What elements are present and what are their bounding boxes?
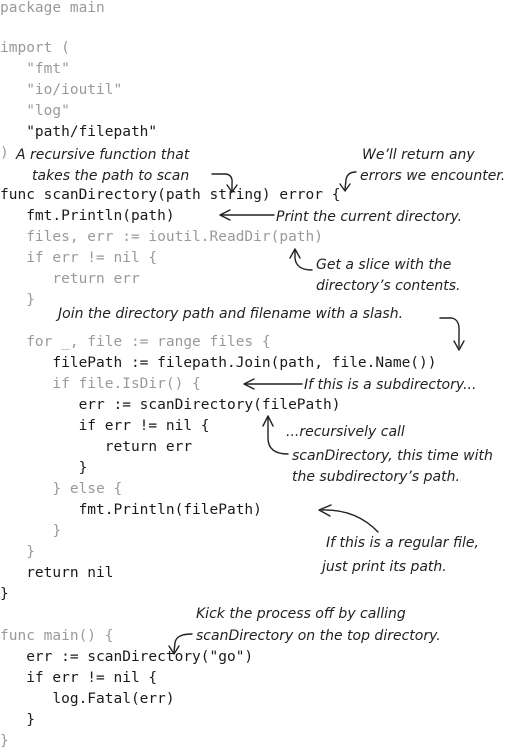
code-line-main-if-err: if err != nil { (0, 670, 158, 686)
code-line-import: import ( (0, 40, 70, 56)
code-line-return-err-inner: return err (0, 439, 193, 455)
annotation-kick-line2: scanDirectory on the top directory. (196, 628, 441, 644)
code-line-print-path: fmt.Println(path) (0, 208, 175, 224)
annotation-recurse-line3: the subdirectory’s path. (292, 469, 460, 485)
annotation-recurse-line1: ...recursively call (286, 424, 405, 440)
annotation-kick-line1: Kick the process off by calling (196, 606, 406, 622)
code-line-main-close-if: } (0, 712, 35, 728)
arrow-readdir (289, 248, 313, 271)
annotation-errors-line2: errors we encounter. (360, 168, 506, 184)
code-line-close-func: } (0, 586, 9, 602)
code-line-import-close: ) (0, 145, 9, 161)
annotation-recursive-line2: takes the path to scan (32, 168, 190, 184)
code-line-recursive-call: err := scanDirectory(filePath) (0, 397, 341, 413)
code-line-import-filepath: "path/filepath" (0, 124, 158, 140)
arrow-print-directory (219, 209, 275, 221)
annotation-subdirectory: If this is a subdirectory... (304, 377, 477, 393)
code-line-import-fmt: "fmt" (0, 61, 70, 77)
annotation-recurse-line2: scanDirectory, this time with (292, 448, 493, 464)
annotation-join-path: Join the directory path and filename wit… (58, 306, 404, 322)
code-line-close-if: } (0, 292, 35, 308)
annotation-regular-line2: just print its path. (322, 559, 447, 575)
code-line-import-log: "log" (0, 103, 70, 119)
code-line-main-close: } (0, 733, 9, 749)
code-line-readdir: files, err := ioutil.ReadDir(path) (0, 229, 324, 245)
code-line-func-scan: func scanDirectory(path string) error { (0, 187, 341, 203)
annotation-recursive-line1: A recursive function that (16, 147, 190, 163)
annotation-regular-line1: If this is a regular file, (326, 535, 479, 551)
code-line-filepath-join: filePath := filepath.Join(path, file.Nam… (0, 355, 437, 371)
annotation-print-directory: Print the current directory. (276, 209, 463, 225)
code-line-print-filepath: fmt.Println(filePath) (0, 502, 262, 518)
code-line-package: package main (0, 0, 105, 16)
arrow-regular-file (318, 504, 379, 533)
code-line-main-scan: err := scanDirectory("go") (0, 649, 254, 665)
code-line-if-err: if err != nil { (0, 250, 158, 266)
arrow-recursive-call (262, 415, 289, 455)
code-line-import-ioutil: "io/ioutil" (0, 82, 123, 98)
annotation-slice-line2: directory’s contents. (316, 278, 461, 294)
arrow-join-path (439, 317, 465, 351)
code-line-return-err: return err (0, 271, 140, 287)
code-line-for-range: for _, file := range files { (0, 334, 271, 350)
code-line-close-else: } (0, 523, 62, 539)
annotation-slice-line1: Get a slice with the (316, 257, 452, 273)
code-line-close-for: } (0, 544, 35, 560)
code-line-return-nil: return nil (0, 565, 114, 581)
code-line-func-main: func main() { (0, 628, 114, 644)
code-line-close-inner-if: } (0, 460, 88, 476)
code-line-if-err-inner: if err != nil { (0, 418, 210, 434)
annotation-errors-line1: We’ll return any (362, 147, 475, 163)
code-line-else: } else { (0, 481, 123, 497)
code-line-if-isdir: if file.IsDir() { (0, 376, 201, 392)
code-line-log-fatal: log.Fatal(err) (0, 691, 175, 707)
arrow-subdirectory (243, 378, 303, 390)
arrow-error-return (339, 171, 357, 192)
